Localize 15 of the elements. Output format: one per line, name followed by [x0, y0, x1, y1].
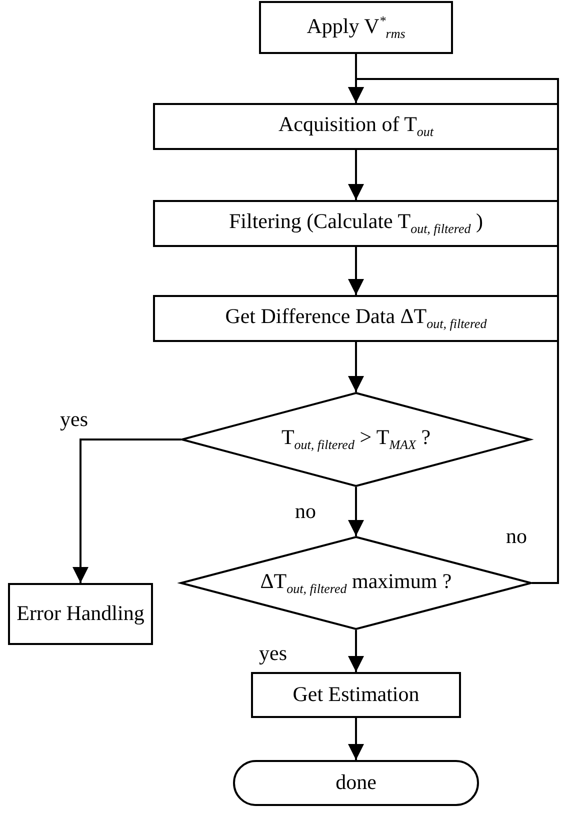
arrow — [348, 630, 364, 672]
arrow — [348, 487, 364, 536]
arrow — [348, 342, 364, 392]
arrow — [348, 247, 364, 295]
arrow — [348, 718, 364, 760]
node-text: Get Difference Data ΔT$_{out, filtered}$ — [225, 305, 487, 332]
node-text: done — [336, 771, 376, 795]
node-text: Filtering (Calculate T$_{out, filtered}$ ) — [228, 210, 483, 237]
node-text: T$_{out, filtered}$ > T$_{MAX}$ ? — [281, 426, 431, 453]
arrow — [348, 150, 364, 200]
node-text: ΔT$_{out, filtered}$ maximum ? — [260, 570, 452, 596]
node-text: Get Estimation — [292, 683, 420, 707]
node-text: Acquisition of T$_{out}$ — [278, 113, 434, 140]
node-text: Error Handling — [16, 602, 144, 626]
arrow — [72, 438, 181, 583]
